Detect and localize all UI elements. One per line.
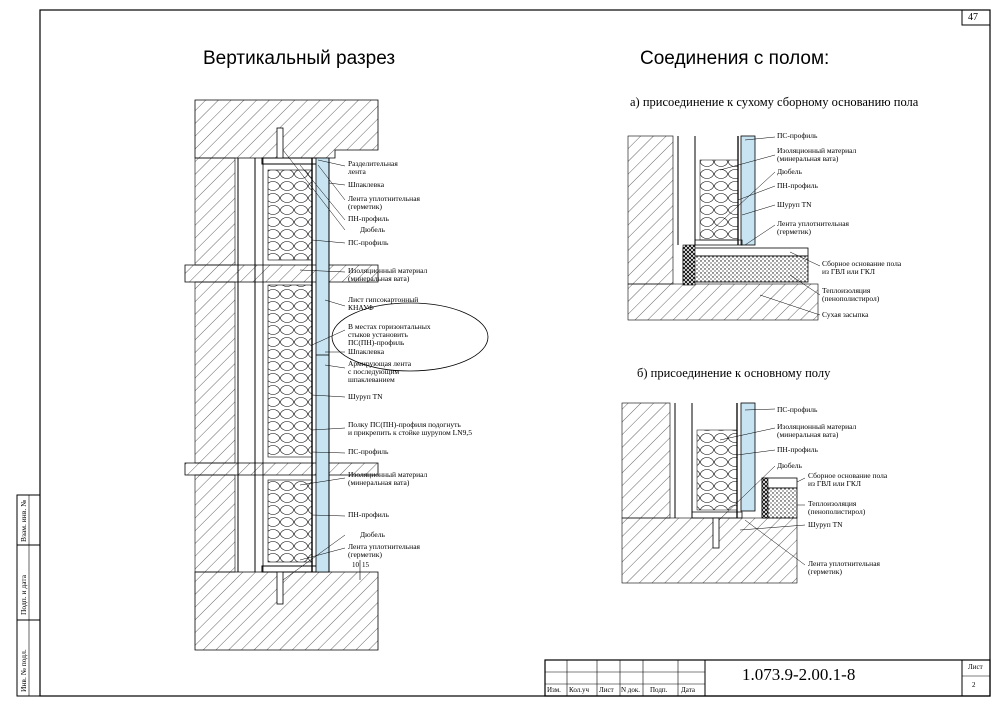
sheet-number: 2 (972, 681, 976, 689)
page-number: 47 (968, 12, 978, 23)
left-label-16: ПН-профиль (348, 510, 389, 519)
a-label-1: ПС-профиль (777, 131, 818, 140)
b-label-2: Изоляционный материал (минеральная вата) (777, 422, 857, 439)
left-label-4: ПН-профиль (348, 214, 389, 223)
left-label-10: Шпаклевка (348, 347, 385, 356)
left-label-8: Лист гипсокартонный КНАУФ (348, 295, 419, 312)
b-label-8: Лента уплотнительная (герметик) (808, 559, 880, 576)
sheet-label: Лист (968, 663, 983, 671)
stamp-col-koluch: Кол.уч (569, 686, 589, 694)
heading-a: а) присоединение к сухому сборному основ… (630, 95, 919, 109)
a-label-8: Теплоизоляция (пенополистирол) (822, 286, 880, 303)
stamp-col-list: Лист (599, 686, 614, 694)
left-label-15: Изоляционный материал (минеральная вата) (348, 470, 428, 487)
title-block (544, 659, 991, 697)
stamp-col-podp: Подп. (650, 686, 668, 694)
stamp-col-data: Дата (681, 686, 695, 694)
floor-joint-a-drawing (627, 135, 821, 321)
sheet-frame (39, 9, 991, 697)
stamp-col-ndok: N док. (621, 686, 641, 694)
b-label-5: Сборное основание пола из ГВЛ или ГКЛ (808, 471, 888, 488)
a-label-7: Сборное основание пола из ГВЛ или ГКЛ (822, 259, 902, 276)
left-label-18: Лента уплотнительная (герметик) (348, 542, 420, 559)
left-label-13: Полку ПС(ПН)-профиля подогнуть и прикреп… (348, 420, 472, 437)
a-label-2: Изоляционный материал (минеральная вата) (777, 146, 857, 163)
left-label-14: ПС-профиль (348, 447, 389, 456)
b-label-3: ПН-профиль (777, 445, 818, 454)
left-label-1: Разделительная лента (348, 159, 398, 176)
left-label-9: В местах горизонтальных стыков установит… (348, 322, 431, 347)
heading-b: б) присоединение к основному полу (637, 366, 831, 380)
b-label-4: Дюбель (777, 461, 802, 470)
side-field-inv-replace: Взам. инв. № (19, 499, 28, 542)
right-title: Соединения с полом: (640, 48, 830, 69)
side-field-inv-original: Инв. № подл. (19, 649, 28, 692)
vertical-section-drawing (184, 99, 489, 651)
b-label-1: ПС-профиль (777, 405, 818, 414)
document-code: 1.073.9-2.00.1-8 (742, 665, 856, 684)
a-label-4: ПН-профиль (777, 181, 818, 190)
b-label-7: Шуруп TN (808, 520, 843, 529)
left-label-2: Шпаклевка (348, 180, 385, 189)
a-label-3: Дюбель (777, 167, 802, 176)
left-label-5: Дюбель (360, 225, 385, 234)
dim-15: 15 (362, 561, 369, 569)
a-label-9: Сухая засыпка (822, 310, 869, 319)
left-label-11: Армирующая лента с последующим шпаклеван… (348, 359, 412, 384)
left-label-3: Лента уплотнительная (герметик) (348, 194, 420, 211)
side-field-sign-date: Подп. и дата (19, 574, 28, 615)
floor-joint-b-drawing (621, 402, 806, 584)
a-label-6: Лента уплотнительная (герметик) (777, 219, 849, 236)
side-fields (16, 494, 41, 697)
stamp-col-izm: Изм. (547, 686, 561, 694)
dim-10: 10 (352, 561, 359, 569)
a-label-5: Шуруп TN (777, 200, 812, 209)
left-label-12: Шуруп TN (348, 392, 383, 401)
left-label-6: ПС-профиль (348, 238, 389, 247)
left-label-7: Изоляционный материал (минеральная вата) (348, 266, 428, 283)
b-label-6: Теплоизоляция (пенополистирол) (808, 499, 866, 516)
left-label-17: Дюбель (360, 530, 385, 539)
left-title: Вертикальный разрез (203, 48, 396, 69)
